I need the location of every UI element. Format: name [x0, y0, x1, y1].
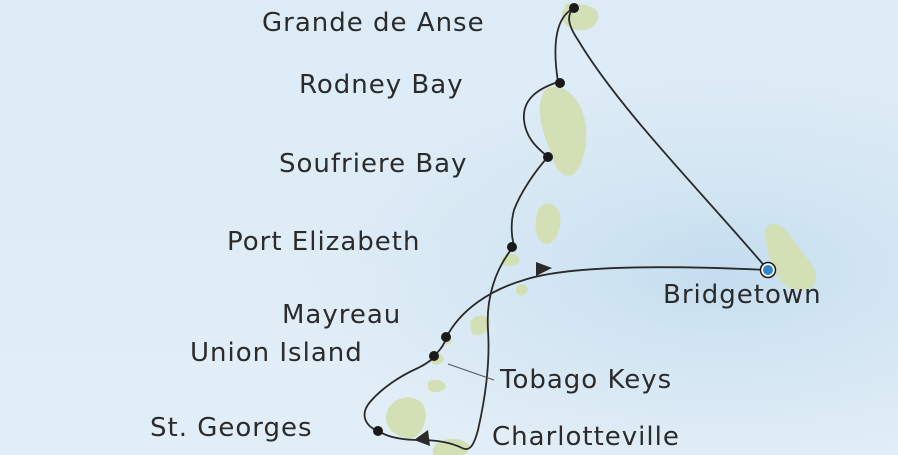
- port-label-charlotteville[interactable]: Charlotteville: [492, 422, 680, 452]
- port-label-rodney-bay[interactable]: Rodney Bay: [299, 70, 464, 100]
- island-carriacou: [428, 379, 446, 393]
- port-markers: [373, 3, 579, 436]
- island-mustique: [516, 284, 528, 296]
- port-label-union-island[interactable]: Union Island: [190, 338, 363, 368]
- island-canouan: [470, 315, 490, 336]
- route-segment-bridgetown-north: [568, 7, 769, 271]
- direction-arrows: [414, 262, 552, 446]
- port-marker-soufriere-bay[interactable]: [543, 152, 553, 162]
- port-label-mayreau[interactable]: Mayreau: [282, 300, 402, 330]
- port-marker-grande-de-anse[interactable]: [569, 3, 579, 13]
- embarkation-marker-bridgetown[interactable]: [759, 261, 777, 279]
- island-martinique: [561, 3, 599, 31]
- island-st-vincent: [535, 203, 561, 244]
- tobago-keys-leader-line: [447, 363, 495, 381]
- port-marker-union-island[interactable]: [429, 351, 439, 361]
- port-marker-port-elizabeth[interactable]: [507, 242, 517, 252]
- port-label-grande-de-anse[interactable]: Grande de Anse: [262, 8, 485, 38]
- port-label-tobago-keys[interactable]: Tobago Keys: [500, 365, 673, 395]
- port-marker-st-georges[interactable]: [373, 426, 383, 436]
- direction-arrow-west: [414, 430, 430, 446]
- island-tobago: [432, 438, 470, 455]
- island-st-lucia: [539, 86, 587, 176]
- islands: [386, 3, 817, 455]
- port-label-port-elizabeth[interactable]: Port Elizabeth: [227, 227, 421, 257]
- port-marker-mayreau[interactable]: [441, 332, 451, 342]
- direction-arrow-east: [536, 262, 552, 276]
- port-label-bridgetown[interactable]: Bridgetown: [663, 280, 822, 310]
- route-segment-return: [445, 266, 769, 339]
- port-label-st-georges[interactable]: St. Georges: [150, 413, 313, 443]
- port-marker-rodney-bay[interactable]: [555, 78, 565, 88]
- island-grenada: [386, 397, 426, 439]
- port-label-soufriere-bay[interactable]: Soufriere Bay: [279, 149, 468, 179]
- island-barbados: [765, 223, 817, 291]
